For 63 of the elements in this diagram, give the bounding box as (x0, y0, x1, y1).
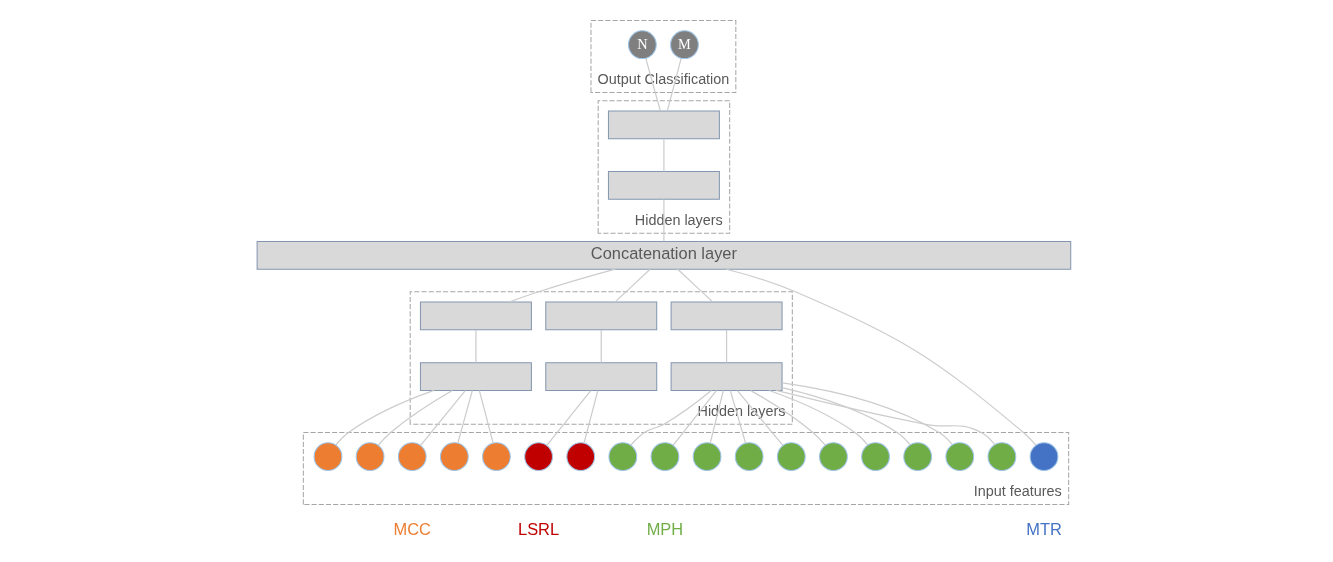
connector (377, 389, 453, 446)
connector (545, 390, 591, 447)
node-circle (776, 442, 806, 472)
node-circle (481, 442, 511, 472)
node-circle (902, 442, 932, 472)
connector (781, 382, 953, 446)
connector (736, 390, 783, 447)
connector (629, 389, 712, 446)
label: MCC (393, 520, 431, 539)
node-circle (692, 442, 721, 472)
node-circle (987, 442, 1016, 472)
node-box: Concatenation layer (256, 240, 1071, 270)
node-circle: N (627, 30, 657, 60)
node-box (419, 362, 532, 391)
connector (644, 57, 661, 112)
connector (662, 198, 665, 242)
node-box (670, 362, 783, 391)
node-circle (565, 442, 595, 472)
connector (508, 268, 616, 303)
cluster: Hidden layers (597, 100, 730, 234)
node-circle (944, 442, 974, 472)
connector (709, 390, 724, 444)
connector (582, 390, 598, 444)
label: MTR (1025, 520, 1062, 539)
connector (725, 268, 1036, 446)
connector (749, 390, 826, 446)
connector (334, 389, 435, 446)
node-circle (818, 442, 848, 472)
node-box (544, 362, 657, 391)
node-box (544, 301, 657, 331)
node-circle (523, 442, 553, 472)
cluster: Hidden layers (409, 291, 793, 425)
connector (780, 387, 910, 446)
node-circle (1029, 442, 1058, 472)
connector (676, 268, 713, 303)
node-circle: M (669, 30, 699, 60)
connector (666, 57, 682, 112)
node-circle (313, 442, 342, 472)
node-box (607, 171, 720, 200)
node-box (419, 301, 532, 331)
connector (729, 390, 746, 444)
node-box (607, 110, 720, 140)
connector (456, 390, 473, 444)
node-circle (607, 442, 637, 472)
connector (672, 389, 717, 446)
connector (725, 329, 727, 364)
node-circle (355, 442, 384, 472)
connector (775, 389, 995, 446)
label: LSRL (517, 520, 559, 539)
label: MPH (646, 520, 683, 539)
cluster: Input features (302, 432, 1069, 505)
connector (419, 390, 466, 447)
connector (478, 390, 494, 444)
node-circle (860, 442, 890, 472)
connector (662, 138, 665, 173)
node-box (670, 301, 783, 331)
connector (768, 389, 868, 446)
connector (600, 329, 602, 364)
node-circle (650, 442, 679, 472)
node-circle (397, 442, 427, 472)
node-circle (734, 442, 764, 472)
connector (474, 329, 477, 364)
node-circle (439, 442, 469, 472)
